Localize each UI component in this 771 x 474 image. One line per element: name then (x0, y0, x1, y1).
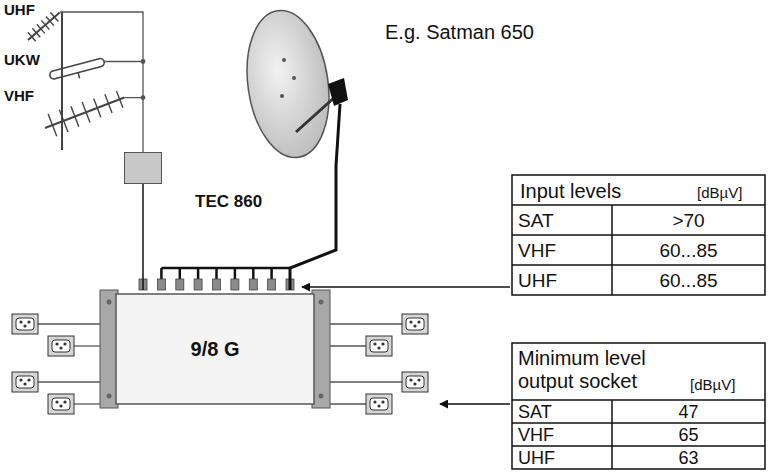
wall-socket (48, 394, 74, 414)
table-heading: Input levels (520, 181, 621, 201)
input-level-table (512, 175, 765, 295)
device-name: TEC 860 (195, 193, 262, 210)
sat-cable-bus (161, 268, 290, 280)
vhf-antenna (41, 86, 129, 139)
wall-socket (402, 372, 428, 392)
unit-label: [dBµV] (690, 377, 735, 392)
table-cell: UHF (518, 271, 557, 290)
wall-socket (48, 336, 74, 356)
table-cell: SAT (518, 403, 552, 421)
ukw-antenna (49, 58, 107, 86)
device-name: 9/8 G (191, 339, 240, 359)
wall-socket (366, 394, 392, 414)
dish-caption: E.g. Satman 650 (385, 22, 534, 42)
signal-cable (290, 166, 336, 290)
wall-socket (366, 336, 392, 356)
amplifier-box: TEC 860 (124, 152, 162, 184)
table-cell: SAT (518, 211, 554, 230)
antenna-label: VHF (4, 88, 34, 103)
wall-socket (12, 372, 38, 392)
satellite-dish: E.g. Satman 650 (238, 4, 350, 166)
table-cell: VHF (518, 426, 554, 444)
leader-arrow (302, 287, 510, 404)
signal-cable (142, 184, 144, 290)
input-connector (139, 279, 294, 290)
table-cell: 60...85 (612, 271, 765, 290)
table-cell: 63 (612, 449, 765, 467)
output-level-table (512, 343, 765, 469)
table-cell: 60...85 (612, 241, 765, 260)
table-cell: 65 (612, 426, 765, 444)
table-cell: >70 (612, 211, 765, 230)
antenna-label: UKW (4, 52, 40, 67)
table-heading: Minimum level output socket (518, 347, 693, 393)
unit-label: [dBµV] (697, 185, 742, 200)
table-cell: UHF (518, 449, 555, 467)
dish-outline (238, 4, 350, 166)
wall-socket (402, 314, 428, 334)
antenna-cable (60, 12, 145, 152)
multiswitch: 9/8 G (100, 290, 330, 408)
table-cell: VHF (518, 241, 556, 260)
wall-socket (12, 314, 38, 334)
antenna-mast (62, 12, 63, 150)
table-cell: 47 (612, 403, 765, 421)
antenna-label: UHF (4, 2, 35, 17)
